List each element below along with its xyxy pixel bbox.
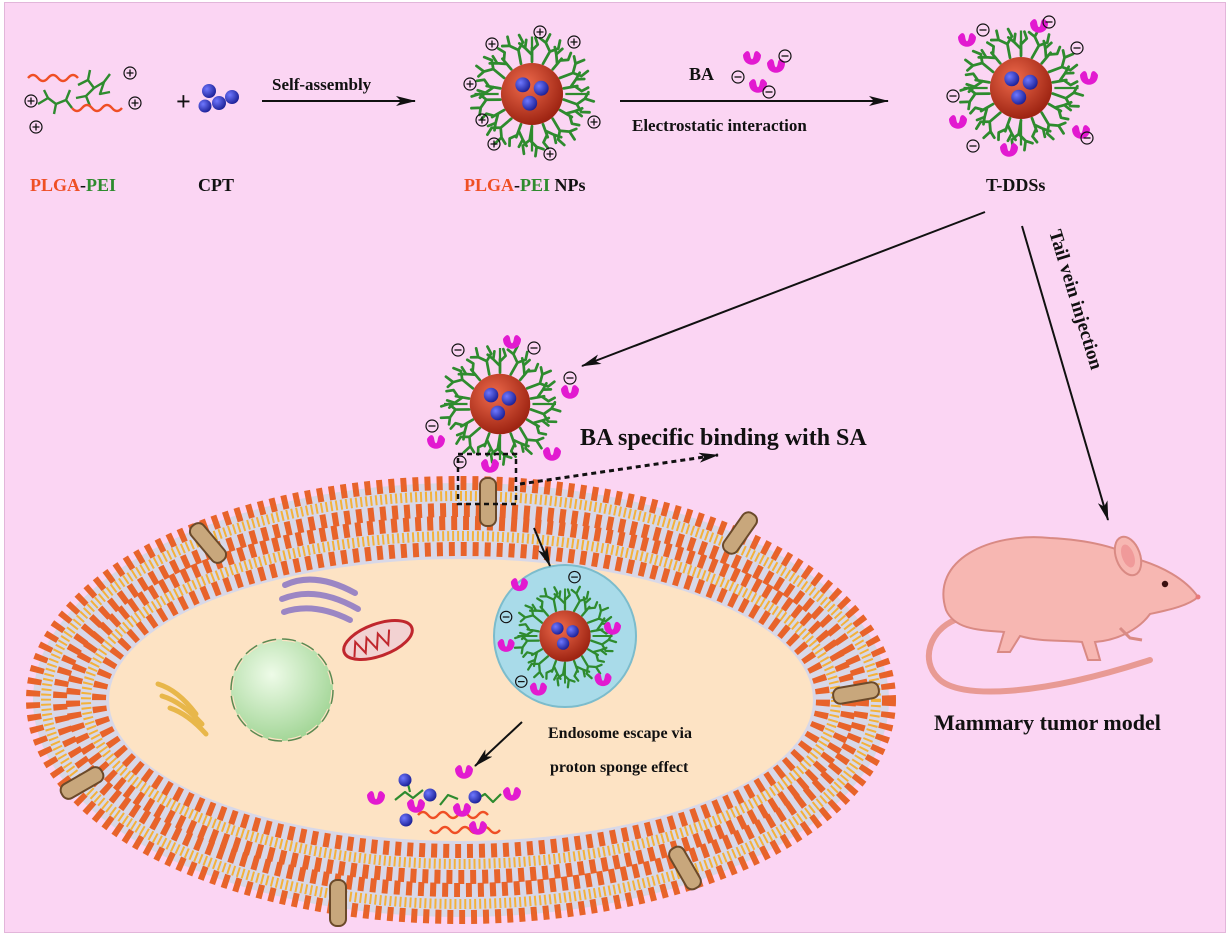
cell — [26, 476, 896, 927]
mammary-tumor-model-label: Mammary tumor model — [934, 710, 1161, 735]
cpt-label: CPT — [198, 175, 234, 195]
plga-pei-nps-label: PLGA-PEI NPs — [464, 175, 586, 195]
endosome-escape-label-2: proton sponge effect — [550, 759, 689, 776]
ba-label: BA — [689, 64, 714, 84]
cpt-drug-icon — [198, 84, 239, 113]
plga-pei-copolymer-icon — [24, 66, 142, 134]
mouse-icon — [926, 535, 1201, 695]
ba-ligand-icon — [731, 49, 792, 99]
uptake-arrow — [533, 527, 551, 567]
endoplasmic-reticulum-icon — [155, 681, 209, 737]
plga-pei-label: PLGA-PEI — [30, 175, 116, 195]
plga-pei-nanoparticle-icon — [463, 25, 601, 161]
injection-arrow — [1021, 225, 1109, 521]
plus-sign: + — [176, 87, 191, 116]
electrostatic-label: Electrostatic interaction — [632, 116, 807, 135]
binding-zoom-box — [456, 452, 518, 506]
escape-arrow — [474, 721, 523, 767]
endosome-icon — [493, 564, 637, 708]
binding-arrow — [519, 452, 719, 486]
t-ddss-nanoparticle-icon — [946, 15, 1098, 157]
nucleus-icon — [229, 637, 335, 743]
self-assembly-label: Self-assembly — [272, 75, 372, 94]
endosome-escape-label-1: Endosome escape via — [548, 725, 692, 742]
bound-t-dds-icon — [425, 335, 579, 473]
released-drug-icon — [367, 765, 521, 835]
tail-vein-injection-label: Tail vein injection — [1044, 227, 1107, 372]
binding-label: BA specific binding with SA — [580, 425, 867, 451]
mitochondrion-icon — [342, 619, 414, 661]
to-cell-arrow — [581, 211, 986, 367]
golgi-icon — [279, 576, 361, 623]
t-ddss-label: T-DDSs — [986, 175, 1045, 195]
